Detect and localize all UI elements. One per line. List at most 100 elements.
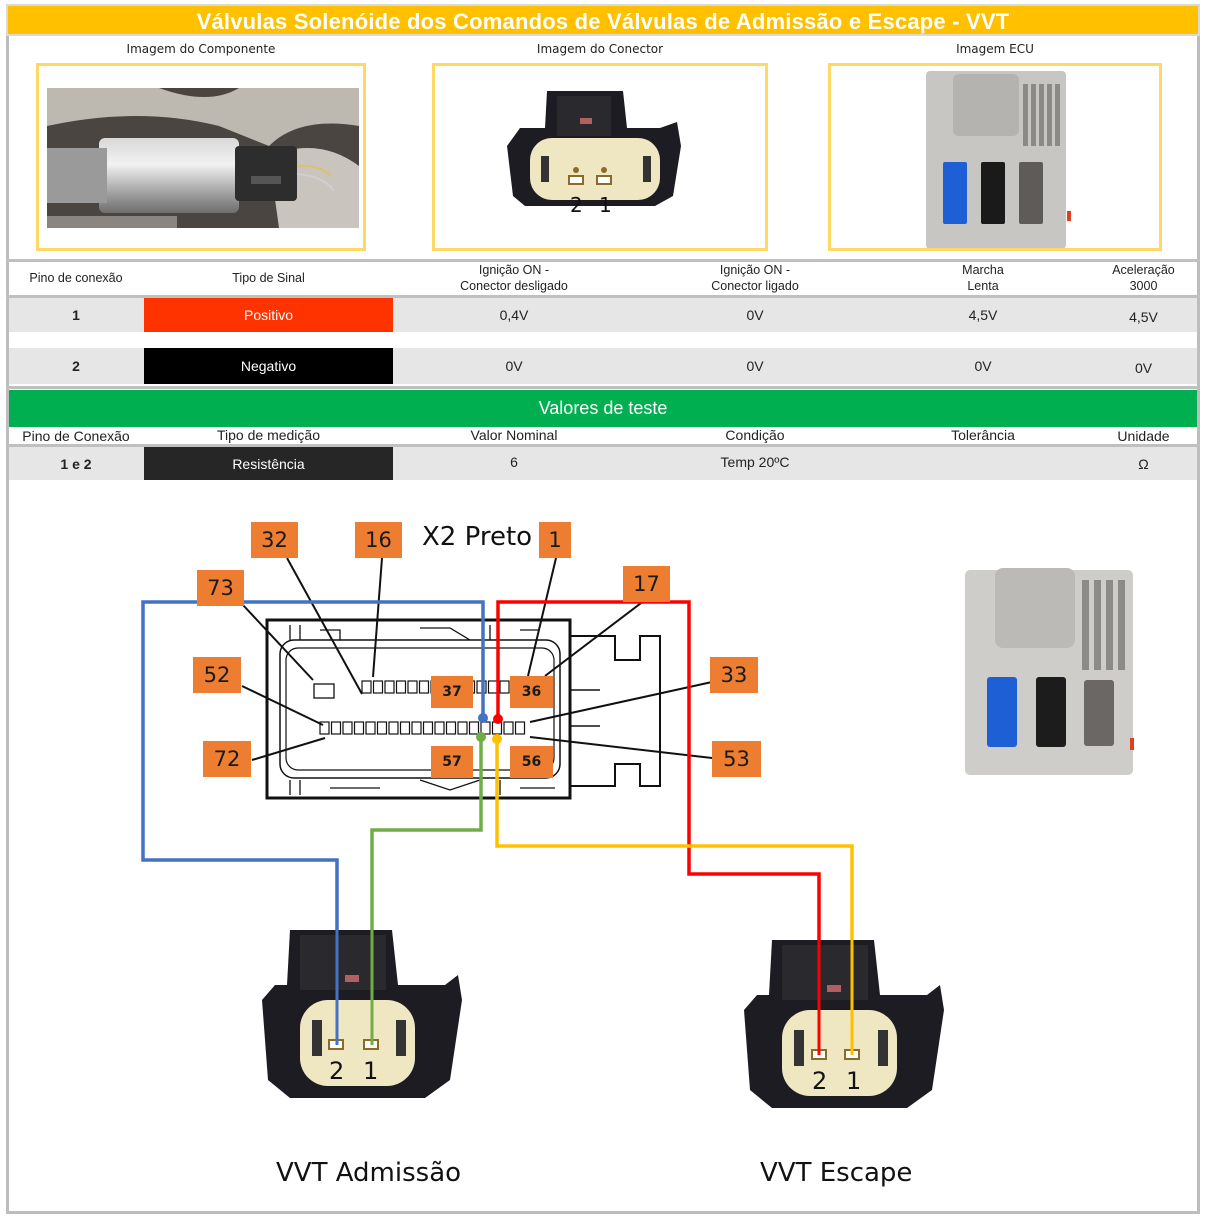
divider [6,259,1200,262]
connector-pin-cavity [411,721,422,735]
header-signal-type: Tipo de Sinal [232,271,305,285]
vvt-exhaust-label: VVT Escape [760,1158,913,1188]
test-row-condition: Temp 20ºC [720,453,790,470]
pin-label-73: 73 [197,570,244,606]
wire-red-terminal [493,714,503,724]
connector-pin-cavity [418,680,430,694]
pin-label-17: 17 [623,566,670,602]
ecu-diagram-image [965,568,1134,775]
divider [6,295,1200,298]
wire-yellow-terminal [492,734,502,744]
row2-signal-type: Negativo [144,348,393,384]
connector-pin-cavity [388,721,399,735]
connector-pin-label-2: 2 [570,193,583,217]
divider [6,386,1200,389]
connector-name: X2 Preto [422,522,533,552]
row2-idle: 0V [974,358,992,374]
vvt-exhaust-connector-drawing [744,940,944,1108]
pin-label-16: 16 [355,522,402,558]
vvt-intake-connector-drawing [262,930,462,1098]
header-ignition-on-line1: Ignição ON - [719,263,791,277]
header-acceleration: Aceleração 3000 [1090,262,1197,294]
connector-image-label: Imagem do Conector [536,42,664,56]
leader-lines [241,557,713,761]
pin-label-33: 33 [710,657,758,693]
test-header-condition: Condição [725,427,785,443]
ecu-connector-drawing [265,618,661,800]
connector-pin-rows [319,680,526,735]
connector-pin-cavity [395,680,407,694]
header-ignition-off-line2: Conector desligado [460,279,568,293]
connector-pin-cavity [434,721,445,735]
connector-pin-cavity [361,680,372,694]
divider [6,444,1200,447]
wire-blue-terminal [478,713,488,723]
connector-pin-cavity [319,721,330,735]
row1-ignition-off: 0,4V [499,307,529,323]
test-header-tolerance: Tolerância [951,427,1015,443]
wire-green-terminal [476,732,486,742]
test-header-measurement: Tipo de medição [217,427,320,443]
ecu-image [926,71,1071,248]
intake-pin-2: 2 [329,1057,345,1085]
header-ignition-off: Ignição ON - Conector desligado [394,262,634,294]
header-pin: Pino de conexão [29,271,123,285]
page-title: Válvulas Solenóide dos Comandos de Válvu… [6,4,1200,36]
connector-pin-label-1: 1 [599,193,612,217]
row1-acceleration: 4,5V [1129,309,1158,325]
wire-blue [141,600,485,1045]
connector-pin-cavity [499,680,510,694]
component-image-frame [36,63,366,251]
connector-pin-cavity [445,721,457,735]
test-row-measurement: Resistência [144,447,393,480]
row2-acceleration: 0V [1134,360,1153,376]
solenoid-valve-image [47,88,359,228]
test-row-nominal: 6 [510,453,518,470]
exhaust-pin-1: 1 [846,1067,862,1095]
test-values-title: Valores de teste [9,390,1197,427]
header-acceleration-line1: Aceleração [1112,263,1175,277]
test-row-unit: Ω [1138,455,1149,472]
header-idle: Marcha Lenta [876,262,1090,294]
connector-image-frame: 2 1 [432,63,768,251]
header-ignition-off-line1: Ignição ON - [478,263,550,277]
header-ignition-on-line2: Conector ligado [711,279,799,293]
row1-signal-type: Positivo [144,298,393,332]
row2-ignition-on: 0V [746,358,764,374]
connector-pin-cavity [503,721,514,735]
pin-label-32: 32 [251,522,298,558]
connector-pin-cavity [342,721,353,735]
test-header-unit: Unidade [1117,428,1170,444]
row1-pin: 1 [72,307,80,323]
header-acceleration-line2: 3000 [1129,279,1158,293]
connector-pin-cavity [384,680,395,694]
connector-pin-cavity [365,721,376,735]
pin-label-52: 52 [193,657,241,693]
ecu-image-frame [828,63,1162,251]
row2-pin: 2 [72,358,80,374]
test-row-pin: 1 e 2 [60,455,92,472]
connector-pin-cavity [457,721,468,735]
pin-label-53: 53 [712,741,761,777]
connector-pin-cavity [422,721,434,735]
row2-ignition-off: 0V [505,358,523,374]
pin-label-1: 1 [539,522,571,558]
connector-pin-cavity [330,721,342,735]
connector-pin-cavity [407,680,418,694]
pin-label-56: 56 [510,746,553,778]
pin-label-72: 72 [203,741,251,777]
pin-label-57: 57 [431,746,473,778]
pin-label-37: 37 [431,676,473,708]
page-frame [6,4,1200,1214]
connector-pin-cavity [399,721,411,735]
exhaust-pin-2: 2 [812,1067,828,1095]
connector-pin-cavity [514,721,526,735]
ecu-image-label: Imagem ECU [956,42,1034,56]
component-image-label: Imagem do Componente [126,42,276,56]
connector-pin-cavity [376,721,388,735]
row1-idle: 4,5V [968,307,998,323]
test-header-pin: Pino de Conexão [22,428,130,444]
intake-pin-1: 1 [363,1057,379,1085]
connector-pin-cavity [353,721,365,735]
